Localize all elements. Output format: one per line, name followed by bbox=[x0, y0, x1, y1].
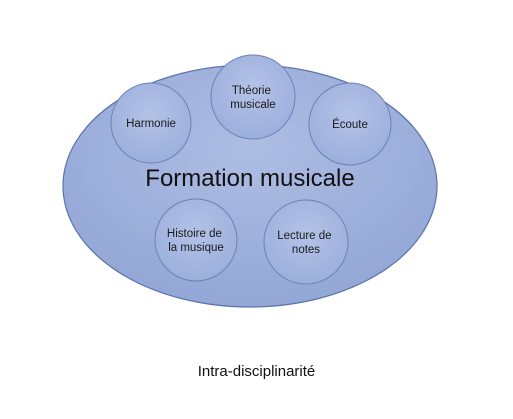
svg-text:Lecture de notes: Lecture de notes bbox=[277, 230, 335, 256]
node-theorie-musicale: Théorie musicale bbox=[210, 54, 296, 140]
svg-text:Harmonie: Harmonie bbox=[126, 118, 176, 130]
node-harmonie: Harmonie bbox=[110, 82, 192, 164]
node-lecture-de-notes-circle bbox=[263, 199, 349, 285]
svg-text:Écoute: Écoute bbox=[332, 118, 368, 131]
node-theorie-musicale-circle bbox=[210, 54, 296, 140]
node-theorie-musicale-label-line-2: musicale bbox=[230, 99, 275, 111]
diagram-caption: Intra-disciplinarité bbox=[197, 363, 316, 380]
svg-text:Théorie musicale: Théorie musicale bbox=[230, 85, 275, 111]
node-lecture-de-notes-label-line-1: Lecture de bbox=[277, 230, 331, 242]
svg-text:Histoire de la musique: Histoire de la musique bbox=[167, 228, 225, 254]
node-ecoute-label-line-1: Écoute bbox=[332, 118, 368, 131]
node-histoire-de-la-musique-circle bbox=[154, 198, 238, 282]
node-lecture-de-notes-label-line-2: notes bbox=[292, 244, 320, 256]
node-harmonie-label-line-1: Harmonie bbox=[126, 118, 176, 130]
node-ecoute: Écoute bbox=[308, 82, 392, 166]
node-histoire-de-la-musique: Histoire de la musique bbox=[154, 198, 238, 282]
node-histoire-de-la-musique-label-line-1: Histoire de bbox=[167, 228, 222, 240]
node-ecoute-circle bbox=[308, 82, 392, 166]
node-harmonie-circle bbox=[110, 82, 192, 164]
node-lecture-de-notes: Lecture de notes bbox=[263, 199, 349, 285]
node-histoire-de-la-musique-label-line-2: la musique bbox=[168, 242, 224, 254]
node-theorie-musicale-label-line-1: Théorie bbox=[232, 85, 271, 97]
center-label: Formation musicale bbox=[145, 165, 354, 192]
